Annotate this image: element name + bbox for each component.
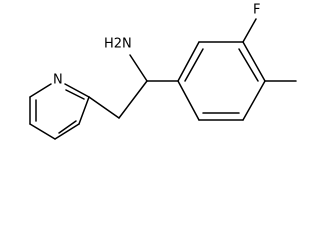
bond-pyridine-double-2 (58, 120, 77, 134)
structure-diagram: H2N F N (29, 3, 297, 140)
bond-benzene-c6-c1 (177, 80, 200, 121)
bond-benzene-double-2 (238, 48, 259, 82)
fluorine-label: F (253, 3, 260, 18)
bond-pyridyl-ch2 (88, 96, 120, 119)
bond-pyridine-c5-c4 (29, 123, 56, 140)
pyridine-nitrogen-label: N (53, 73, 63, 88)
bond-pyridine-c4-c3 (54, 123, 80, 140)
bond-ch-nh2 (129, 54, 148, 82)
bond-benzene-c4-c5 (242, 80, 266, 121)
bond-aryl-fluorine (242, 18, 257, 43)
bond-pyridine-double-3 (65, 89, 85, 100)
substituents (242, 18, 297, 82)
bond-benzene-c1-c2 (177, 41, 200, 82)
bond-pyridine-n1-c6 (29, 83, 52, 98)
bond-pyridine-c3-c2 (78, 96, 90, 125)
bond-ch2-ch (118, 80, 148, 119)
bond-benzene-c3-c4 (242, 41, 266, 82)
ethyl-linker (88, 54, 179, 119)
bond-benzene-double-1 (184, 48, 204, 82)
amine-label: H2N (104, 37, 132, 52)
benzene-ring (177, 41, 266, 121)
pyridine-ring (29, 83, 90, 140)
bond-pyridine-c2-n1 (64, 83, 90, 98)
